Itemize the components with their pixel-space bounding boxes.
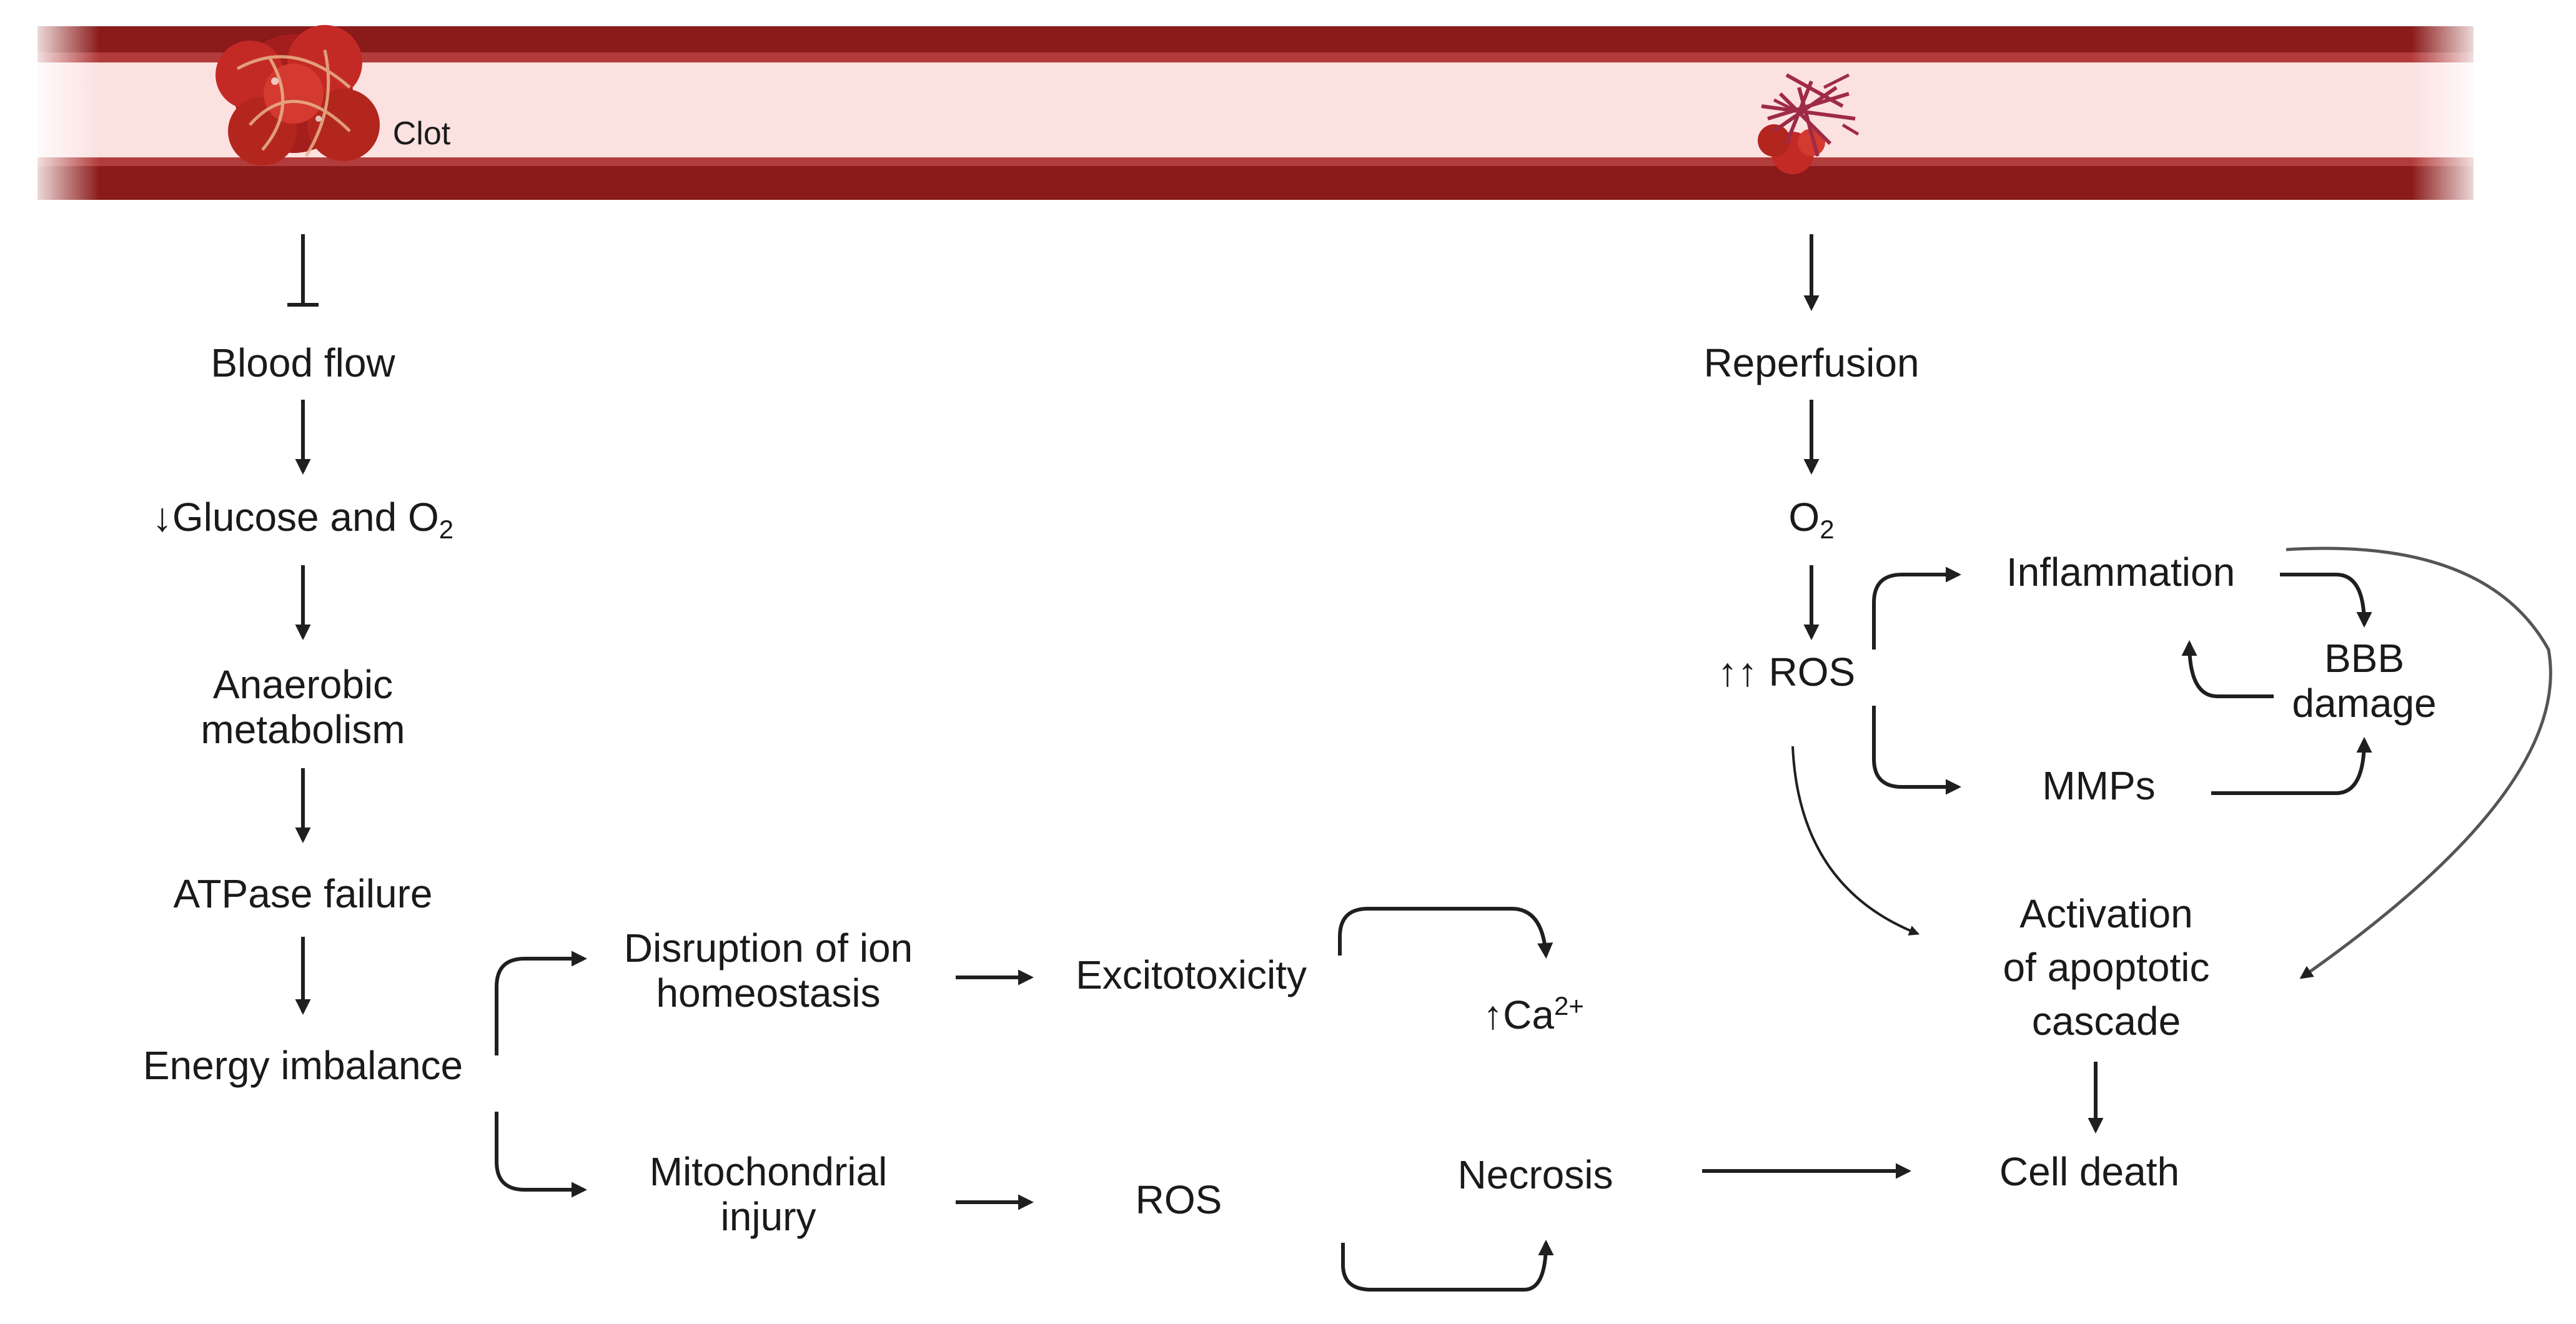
- ca-text: Ca: [1503, 992, 1554, 1037]
- arrow-mmps-bbb: [2211, 736, 2372, 795]
- excitotoxicity-label: Excitotoxicity: [1076, 952, 1307, 997]
- lysed-clot-illustration: [1758, 73, 1860, 174]
- arrow-inflammation-bbb: [2280, 573, 2372, 628]
- ros-right-label: ↑↑ ROS: [1718, 650, 1855, 694]
- energy-imbalance-label: Energy imbalance: [142, 1043, 463, 1088]
- arrow-bbb-inflammation: [2181, 640, 2274, 698]
- ion-disruption-label: Disruption of ion homeostasis: [624, 926, 913, 1015]
- down-arrow-glyph: ↓: [152, 495, 172, 540]
- anaerobic-line-1: Anaerobic: [212, 662, 394, 707]
- mito-line-2: injury: [720, 1194, 816, 1239]
- apoptosis-line-1: Activation: [2019, 891, 2193, 936]
- apoptosis-line-2: of apoptotic: [2003, 945, 2210, 990]
- arrow-ros-mmps: [1872, 706, 1962, 795]
- glucose-text: Glucose and O: [172, 495, 439, 540]
- glucose-label: ↓Glucose and O2: [152, 495, 453, 552]
- bbb-line-2: damage: [2292, 681, 2437, 726]
- bbb-line-1: BBB: [2324, 636, 2405, 681]
- ros-left-label: ROS: [1135, 1177, 1222, 1222]
- up-arrow-glyph: ↑: [1483, 992, 1503, 1037]
- o2-subscript: 2: [1820, 515, 1835, 544]
- cell-death-label: Cell death: [1999, 1149, 2180, 1194]
- clot-illustration: [215, 25, 380, 166]
- double-up-arrow-glyph: ↑↑: [1717, 650, 1758, 694]
- ischemia-arrows: [287, 234, 1912, 1292]
- vessel-wall-bottom: [37, 166, 2474, 200]
- anaerobic-line-2: metabolism: [201, 707, 405, 752]
- arrow-inflammation-apoptosis: [2286, 546, 2552, 979]
- arrow-energy-ion: [495, 951, 588, 1055]
- anaerobic-label: Anaerobic metabolism: [201, 662, 405, 752]
- arrow-excito-ca: [1338, 907, 1553, 959]
- ion-line-2: homeostasis: [656, 971, 881, 1015]
- blood-flow-label: Blood flow: [211, 340, 395, 385]
- arrow-ros-apoptosis: [1791, 746, 1920, 936]
- mito-injury-label: Mitochondrial injury: [650, 1149, 888, 1239]
- arrow-energy-mito: [495, 1112, 588, 1198]
- apoptosis-line-3: cascade: [2031, 999, 2181, 1044]
- arrow-ros-inflammation: [1872, 566, 1962, 650]
- necrosis-label: Necrosis: [1457, 1152, 1613, 1197]
- arrow-ros-necrosis: [1341, 1239, 1554, 1292]
- vessel-wall-top-inner: [37, 52, 2474, 62]
- mito-line-1: Mitochondrial: [649, 1149, 888, 1194]
- vessel-lumen: [37, 62, 2474, 162]
- o2-text: O: [1788, 495, 1820, 540]
- o2-label: O2: [1788, 495, 1834, 552]
- vessel-wall-bottom-inner: [37, 157, 2474, 167]
- calcium-label: ↑Ca2+: [1483, 984, 1584, 1037]
- inflammation-label: Inflammation: [2006, 550, 2236, 595]
- ca-superscript: 2+: [1553, 991, 1584, 1020]
- blood-vessel: [25, 19, 2486, 206]
- apoptosis-label: Activation of apoptotic cascade: [2003, 887, 2210, 1048]
- clot-label: Clot: [392, 116, 451, 152]
- reperfusion-label: Reperfusion: [1703, 340, 1920, 385]
- bbb-damage-label: BBB damage: [2292, 636, 2436, 726]
- mmps-label: MMPs: [2042, 763, 2156, 808]
- reperfusion-arrows: [1791, 234, 2552, 1134]
- atpase-label: ATPase failure: [173, 871, 433, 916]
- ros-right-text: ROS: [1768, 650, 1856, 694]
- glucose-subscript: 2: [438, 515, 454, 544]
- ion-line-1: Disruption of ion: [623, 926, 913, 971]
